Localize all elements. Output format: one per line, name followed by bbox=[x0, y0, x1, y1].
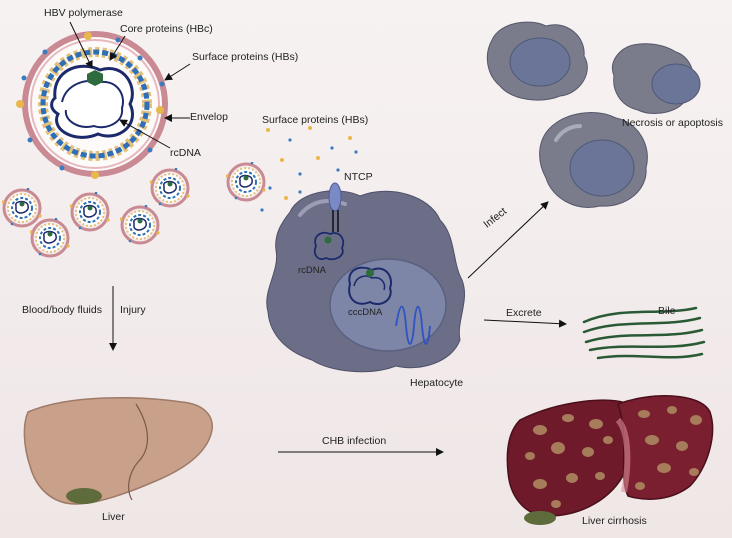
bile-label: Bile bbox=[658, 305, 676, 317]
rcdna-cell-label: rcDNA bbox=[298, 265, 326, 276]
rcdna-virion-label: rcDNA bbox=[170, 147, 201, 159]
cccdna-label: cccDNA bbox=[348, 307, 383, 318]
bile-strands bbox=[582, 306, 706, 360]
injury-label: Injury bbox=[120, 304, 146, 316]
necrotic-cells bbox=[486, 21, 701, 208]
liver-cirrhosis-label: Liver cirrhosis bbox=[582, 515, 647, 527]
cirrhotic-liver bbox=[506, 395, 714, 525]
healthy-liver bbox=[23, 397, 213, 505]
envelop-label: Envelop bbox=[190, 111, 228, 123]
surface-protein-particles bbox=[260, 126, 358, 212]
liver-label: Liver bbox=[102, 511, 125, 523]
core-proteins-label: Core proteins (HBc) bbox=[120, 23, 213, 35]
surface-proteins-mid-label: Surface proteins (HBs) bbox=[262, 114, 369, 126]
chb-infection-label: CHB infection bbox=[322, 435, 387, 447]
hbv-polymerase-label: HBV polymerase bbox=[44, 7, 123, 19]
necrosis-label: Necrosis or apoptosis bbox=[622, 117, 723, 129]
small-virions bbox=[2, 162, 266, 258]
hepatocyte-label: Hepatocyte bbox=[410, 377, 464, 389]
hbv-virion bbox=[16, 31, 168, 179]
ntcp-label: NTCP bbox=[344, 171, 373, 183]
hepatocyte bbox=[266, 182, 466, 373]
surface-proteins-top-label: Surface proteins (HBs) bbox=[192, 51, 299, 63]
virion-label-arrows bbox=[69, 21, 191, 149]
process-arrows bbox=[109, 201, 567, 456]
blood-label: Blood/body fluids bbox=[22, 304, 102, 316]
excrete-label: Excrete bbox=[506, 307, 542, 319]
